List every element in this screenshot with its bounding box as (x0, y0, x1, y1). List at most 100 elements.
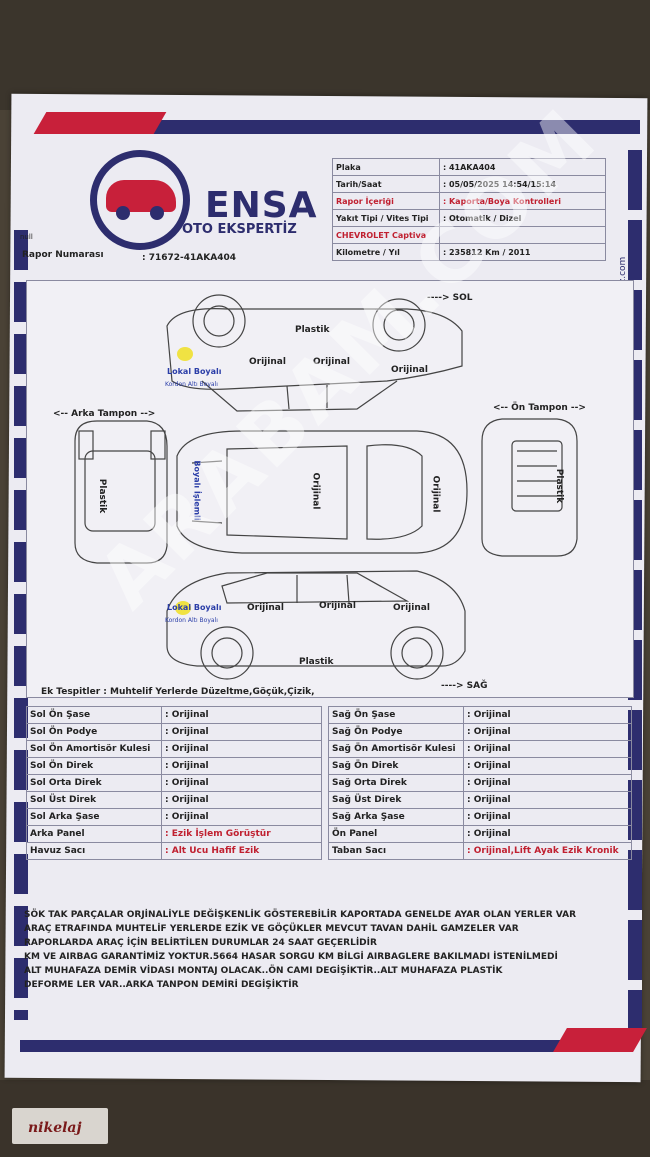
right-side-car-outline (166, 570, 466, 680)
part-row: Sol Üst Direk: Orijinal (26, 791, 322, 809)
part-label: Taban Sacı (328, 842, 464, 860)
part-row: Sağ Ön Amortisör Kulesi: Orijinal (328, 740, 632, 758)
rear-bumper-label: <-- Arka Tampon --> (53, 409, 156, 419)
part-status: : Orijinal (161, 740, 322, 758)
local-paint-marker (177, 347, 193, 361)
report-number-label: Rapor Numarası (22, 250, 104, 260)
null-text: null (20, 233, 33, 241)
rear-car-outline (74, 420, 168, 564)
car-damage-diagram: ----> SOL Plastik Orijinal Orijinal Orij… (26, 280, 634, 698)
part-row: Ön Panel: Orijinal (328, 825, 632, 843)
info-value: : 235812 Km / 2011 (439, 243, 606, 261)
part-label: Sağ Arka Şase (328, 808, 464, 826)
plastic-label: Plastik (295, 325, 330, 335)
part-status: : Orijinal (161, 757, 322, 775)
info-row: Kilometre / Yıl: 235812 Km / 2011 (332, 243, 606, 261)
part-row: Sağ Ön Şase: Orijinal (328, 706, 632, 724)
part-label: Havuz Sacı (26, 842, 162, 860)
sag-direction-label: ----> SAĞ (441, 681, 488, 691)
footer-stripe (20, 1040, 630, 1052)
original-label: Orijinal (430, 475, 441, 513)
part-status: : Orijinal (463, 808, 632, 826)
part-status: : Orijinal (463, 791, 632, 809)
part-status: : Orijinal (161, 706, 322, 724)
part-status: : Orijinal (161, 791, 322, 809)
part-label: Sağ Orta Direk (328, 774, 464, 792)
header-stripe-red (33, 112, 167, 134)
part-label: Sol Ön Şase (26, 706, 162, 724)
note-line: RAPORLARDA ARAÇ İÇİN BELİRTİLEN DURUMLAR… (24, 938, 377, 948)
part-label: Sağ Ön Podye (328, 723, 464, 741)
part-row: Sağ Orta Direk: Orijinal (328, 774, 632, 792)
part-row: Sol Orta Direk: Orijinal (26, 774, 322, 792)
kordon-paint-label: Kordon Altı Boyalı (165, 381, 218, 388)
original-label: Orijinal (391, 365, 428, 375)
part-row: Sağ Üst Direk: Orijinal (328, 791, 632, 809)
part-row: Sol Ön Amortisör Kulesi: Orijinal (26, 740, 322, 758)
note-line: ALT MUHAFAZA DEMİR VİDASI MONTAJ OLACAK.… (24, 966, 503, 976)
part-status: : Orijinal (463, 825, 632, 843)
sol-direction-label: ----> SOL (427, 293, 473, 303)
brand-subtitle: OTO EKSPERTİZ (182, 222, 297, 237)
left-border-stripe (14, 230, 28, 1020)
info-row: CHEVROLET Captiva (332, 226, 606, 244)
note-line: ARAÇ ETRAFINDA MUHTELİF YERLERDE EZİK VE… (24, 924, 519, 934)
info-row: Tarih/Saat: 05/05/2025 14:54/15:14 (332, 175, 606, 193)
part-status: : Orijinal (463, 723, 632, 741)
original-label: Orijinal (249, 357, 286, 367)
part-status: : Orijinal (463, 706, 632, 724)
note-line: SÖK TAK PARÇALAR ORJİNALİYLE DEĞİŞKENLİK… (24, 910, 577, 920)
original-label: Orijinal (310, 472, 321, 510)
footer-logo-text: nikelaj (28, 1120, 82, 1136)
front-bumper-label: <-- Ön Tampon --> (493, 403, 586, 413)
footer-stripe-red (553, 1028, 647, 1052)
part-row: Taban Sacı: Orijinal,Lift Ayak Ezik Kron… (328, 842, 632, 860)
part-row: Sol Ön Şase: Orijinal (26, 706, 322, 724)
part-status: : Orijinal (463, 757, 632, 775)
part-label: Arka Panel (26, 825, 162, 843)
original-label: Orijinal (393, 603, 430, 613)
header-stripe (60, 120, 640, 134)
part-label: Ön Panel (328, 825, 464, 843)
part-label: Sol Ön Podye (26, 723, 162, 741)
part-status: : Orijinal (463, 740, 632, 758)
part-label: Sağ Ön Şase (328, 706, 464, 724)
part-status: : Ezik İşlem Görüştür (161, 825, 322, 843)
local-paint-label: Lokal Boyalı (167, 603, 222, 612)
background-bottom (0, 1080, 650, 1157)
part-label: Sol Ön Direk (26, 757, 162, 775)
part-status: : Alt Ucu Hafif Ezik (161, 842, 322, 860)
info-row: Rapor İçeriği: Kaporta/Boya Kontrolleri (332, 192, 606, 210)
note-line: DEFORME LER VAR..ARKA TANPON DEMİRİ DEGİ… (24, 980, 299, 990)
wheel-icon (150, 206, 164, 220)
extra-findings: Ek Tespitler : Muhtelif Yerlerde Düzeltm… (41, 687, 315, 697)
front-car-outline (481, 418, 578, 557)
report-notes: SÖK TAK PARÇALAR ORJİNALİYLE DEĞİŞKENLİK… (24, 908, 624, 992)
part-status: : Orijinal (161, 808, 322, 826)
car-outlines (74, 294, 578, 680)
info-label: Tarih/Saat (332, 175, 440, 193)
brand-name: ENSA (205, 185, 318, 226)
local-paint-label: Lokal Boyalı (167, 367, 222, 376)
part-status: : Orijinal (463, 774, 632, 792)
part-label: Sol Orta Direk (26, 774, 162, 792)
car-logo-icon (106, 180, 176, 212)
part-row: Havuz Sacı: Alt Ucu Hafif Ezik (26, 842, 322, 860)
original-label: Orijinal (247, 603, 284, 613)
part-status: : Orijinal (161, 774, 322, 792)
plastic-label: Plastik (97, 478, 108, 514)
part-label: Sağ Ön Amortisör Kulesi (328, 740, 464, 758)
part-status: : Orijinal (161, 723, 322, 741)
plastic-label: Plastik (554, 468, 565, 504)
kordon-paint-label: Kordon Altı Boyalı (165, 617, 218, 624)
part-row: Arka Panel: Ezik İşlem Görüştür (26, 825, 322, 843)
part-label: Sol Üst Direk (26, 791, 162, 809)
plastic-label: Plastik (299, 657, 334, 667)
info-label: Plaka (332, 158, 440, 176)
local-paint-marker (175, 601, 191, 615)
report-number-value: : 71672-41AKA404 (142, 253, 236, 263)
part-row: Sağ Ön Direk: Orijinal (328, 757, 632, 775)
